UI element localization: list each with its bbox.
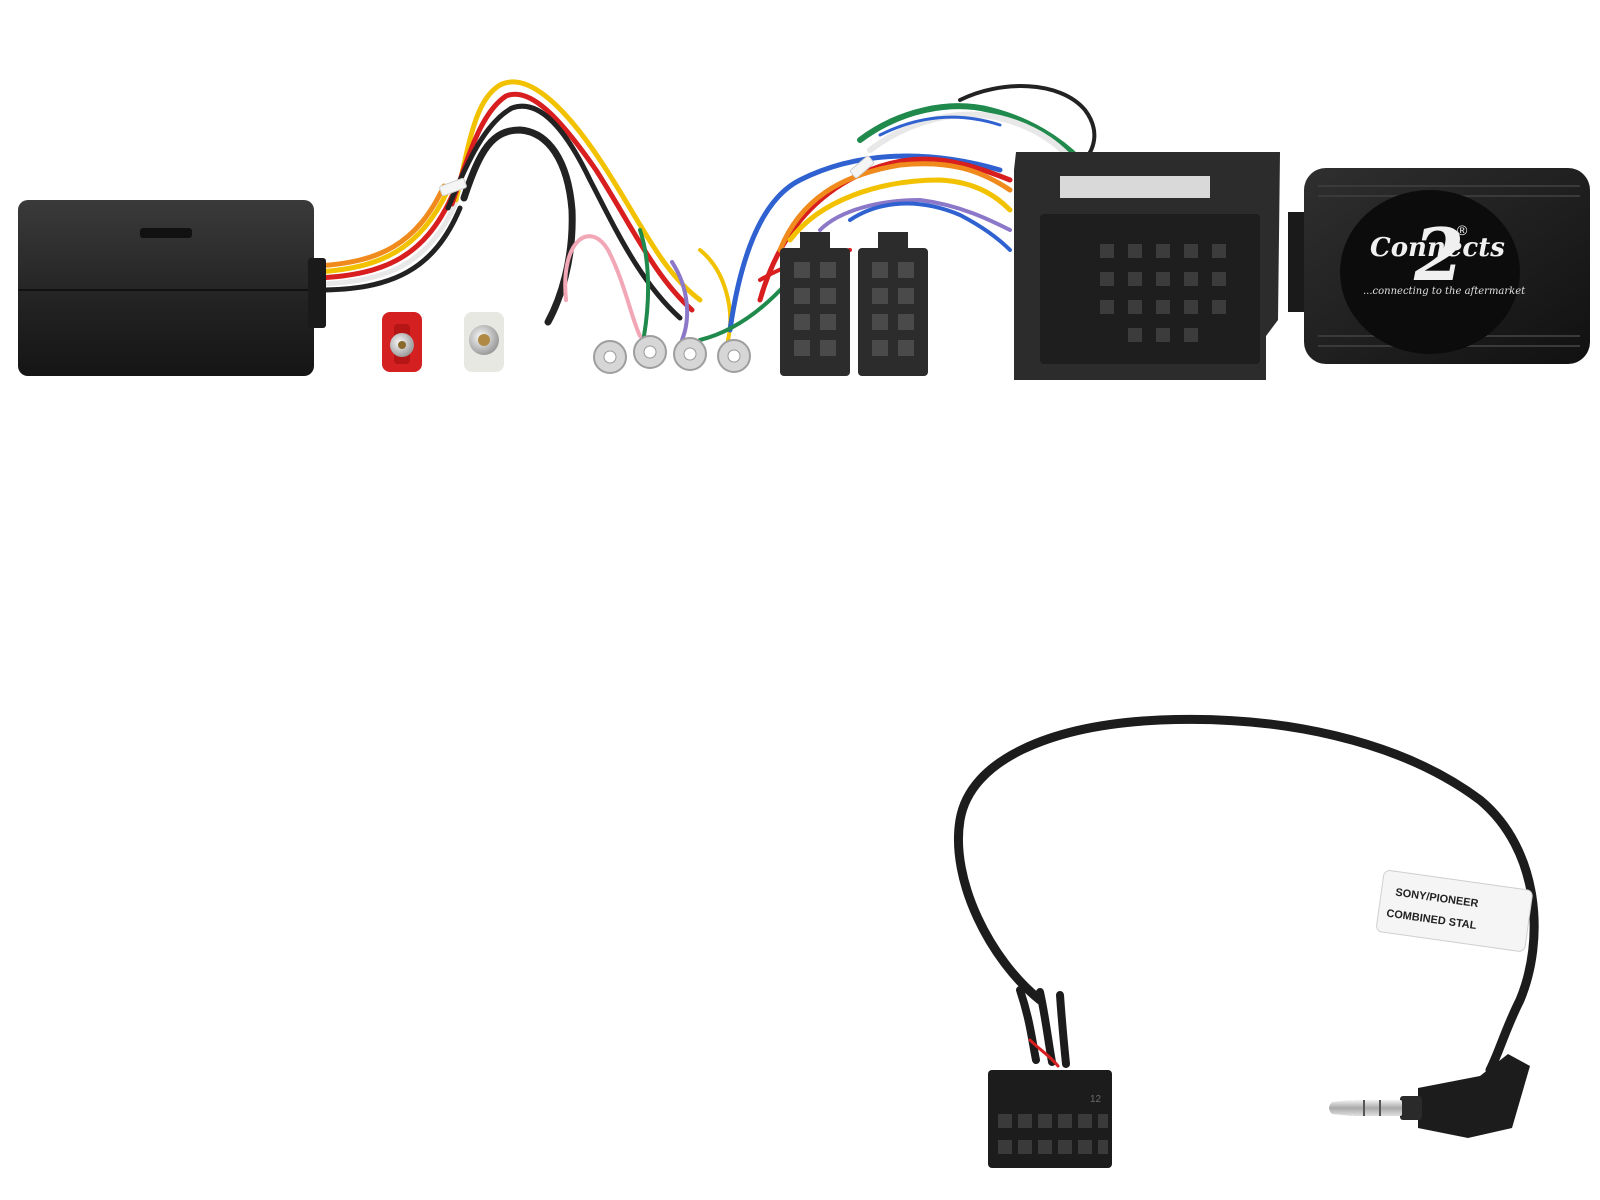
patch-cable [954, 714, 1539, 1075]
ring-terminals [593, 335, 751, 374]
iso-connector-pair [780, 232, 928, 376]
rca-plug-red [382, 312, 422, 372]
brand-wordmark: Connects [1370, 233, 1505, 263]
harness-wires [315, 79, 1097, 342]
connector-pin-marks: 12 [1090, 1094, 1102, 1105]
vehicle-connector [1014, 152, 1280, 380]
cable-tie [439, 177, 467, 197]
molex-connector: 12 [988, 1070, 1112, 1168]
connects2-module: 2 ® Connects ...connecting to the afterm… [1288, 168, 1590, 364]
brand-numeral: 2 [1413, 212, 1464, 297]
rca-plug-white [464, 312, 504, 372]
patch-lead: SONY/PIONEER COMBINED STAL 12 [954, 714, 1539, 1168]
cable-tie [849, 155, 875, 179]
main-wiring-harness: 2 ® Connects ...connecting to the afterm… [18, 79, 1590, 380]
brand-tagline: ...connecting to the aftermarket [1363, 286, 1526, 297]
jack-plug [1329, 1054, 1530, 1138]
molex-wires [1016, 986, 1070, 1068]
cable-label: SONY/PIONEER COMBINED STAL [1376, 870, 1533, 952]
interface-box [18, 200, 326, 376]
registered-mark: ® [1457, 222, 1468, 238]
